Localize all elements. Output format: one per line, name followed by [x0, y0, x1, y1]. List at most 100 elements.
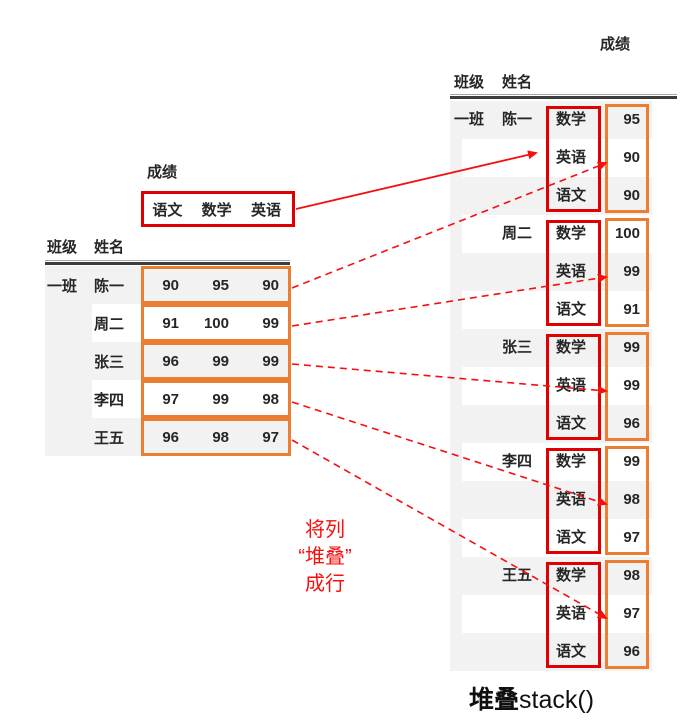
subject-cell: 英语 — [556, 149, 587, 166]
name-cell: 王五 — [94, 429, 125, 447]
class-column-strip — [450, 557, 462, 595]
class-column-strip — [450, 443, 462, 481]
diagram-caption: 堆叠stack() — [469, 680, 594, 716]
score-cell: 95 — [212, 276, 229, 294]
long-values-group-header: 成绩 — [600, 36, 631, 53]
long-group-subject-box — [546, 334, 601, 440]
annotation-line-3: 成行 — [305, 573, 345, 595]
name-cell: 张三 — [94, 353, 125, 371]
class-column-strip — [450, 405, 462, 443]
score-cell: 98 — [623, 567, 640, 584]
wide-col-header-math: 数学 — [201, 201, 232, 219]
long-group-subject-box — [546, 220, 601, 326]
class-column-strip — [450, 139, 462, 177]
subject-cell: 语文 — [556, 643, 587, 660]
class-column-strip — [450, 329, 462, 367]
score-cell: 96 — [623, 415, 640, 432]
long-header-rule-thick — [450, 96, 677, 99]
score-cell: 96 — [162, 428, 179, 446]
score-cell: 100 — [203, 314, 229, 332]
class-cell — [45, 418, 92, 456]
score-cell: 99 — [623, 377, 640, 394]
wide-row-score-box — [141, 304, 291, 342]
score-cells: 97 99 98 — [140, 391, 290, 408]
score-cell: 99 — [212, 352, 229, 370]
class-column-strip — [450, 253, 462, 291]
score-cell: 99 — [262, 352, 279, 370]
class-column-strip — [450, 481, 462, 519]
score-cell: 91 — [623, 301, 640, 318]
score-cell: 90 — [623, 149, 640, 166]
long-group-subject-box — [546, 448, 601, 554]
name-cell: 李四 — [502, 453, 533, 470]
subject-cell: 数学 — [556, 111, 587, 128]
wide-col-header-english: 英语 — [250, 201, 281, 219]
score-cell: 99 — [262, 314, 279, 332]
wide-row-score-box — [141, 418, 291, 456]
long-group-score-box — [605, 560, 649, 669]
wide-column-headers: 语文 数学 英语 — [144, 194, 292, 224]
wide-table-row: 王五 96 98 97 — [45, 418, 290, 456]
score-cell: 96 — [162, 352, 179, 370]
score-cell: 90 — [623, 187, 640, 204]
name-cell: 王五 — [502, 567, 533, 584]
subject-cell: 数学 — [556, 339, 587, 356]
long-group-score-box — [605, 104, 649, 213]
name-cell: 陈一 — [502, 111, 533, 128]
wide-table-row: 李四 97 99 98 — [45, 380, 290, 418]
long-group-subject-box — [546, 106, 601, 212]
score-cell: 96 — [623, 643, 640, 660]
long-header-rule-thin — [450, 94, 677, 95]
wide-col-header-chinese: 语文 — [152, 201, 183, 219]
long-group-score-box — [605, 332, 649, 441]
class-column-strip — [450, 367, 462, 405]
wide-values-group-header: 成绩 — [147, 164, 178, 181]
score-cell: 97 — [162, 390, 179, 408]
score-cell: 95 — [623, 111, 640, 128]
class-column-strip — [450, 595, 462, 633]
score-cell: 99 — [212, 390, 229, 408]
wide-row-score-box — [141, 380, 291, 418]
class-column-strip — [450, 519, 462, 557]
wide-column-headers-box: 语文 数学 英语 — [141, 191, 295, 227]
name-cell: 李四 — [94, 391, 125, 409]
score-cell: 97 — [623, 529, 640, 546]
score-cell: 98 — [623, 491, 640, 508]
score-cells: 96 99 99 — [140, 353, 290, 370]
score-cell: 98 — [212, 428, 229, 446]
wide-header-rule-thin — [45, 260, 290, 261]
name-cell: 陈一 — [94, 277, 125, 295]
score-cell: 100 — [614, 225, 640, 242]
class-column-strip — [450, 291, 462, 329]
score-cell: 97 — [623, 605, 640, 622]
long-table-row: 语文 96 — [450, 633, 652, 671]
wide-table-row: 张三 96 99 99 — [45, 342, 290, 380]
score-cell: 98 — [262, 390, 279, 408]
score-cell: 90 — [262, 276, 279, 294]
class-column-strip — [450, 177, 462, 215]
class-column-strip — [450, 215, 462, 253]
class-cell — [45, 304, 92, 342]
wide-index-header-class: 班级 — [47, 239, 78, 256]
class-cell — [45, 342, 92, 380]
long-index-header-class: 班级 — [454, 74, 485, 91]
class-cell — [45, 380, 92, 418]
score-cell: 99 — [623, 339, 640, 356]
name-cell: 周二 — [502, 225, 533, 242]
wide-header-rule-thick — [45, 262, 290, 265]
wide-index-header-name: 姓名 — [94, 239, 125, 256]
class-cell: 一班 — [45, 266, 92, 304]
score-cell: 97 — [262, 428, 279, 446]
class-column-strip — [450, 101, 462, 139]
score-cell: 90 — [162, 276, 179, 294]
class-cell: 一班 — [454, 111, 485, 128]
score-cells: 96 98 97 — [140, 429, 290, 446]
name-cell: 周二 — [94, 315, 125, 333]
annotation-line-2: “堆叠” — [298, 546, 352, 568]
long-group-subject-box — [546, 562, 601, 668]
class-column-strip — [450, 633, 462, 671]
score-cell: 99 — [623, 263, 640, 280]
